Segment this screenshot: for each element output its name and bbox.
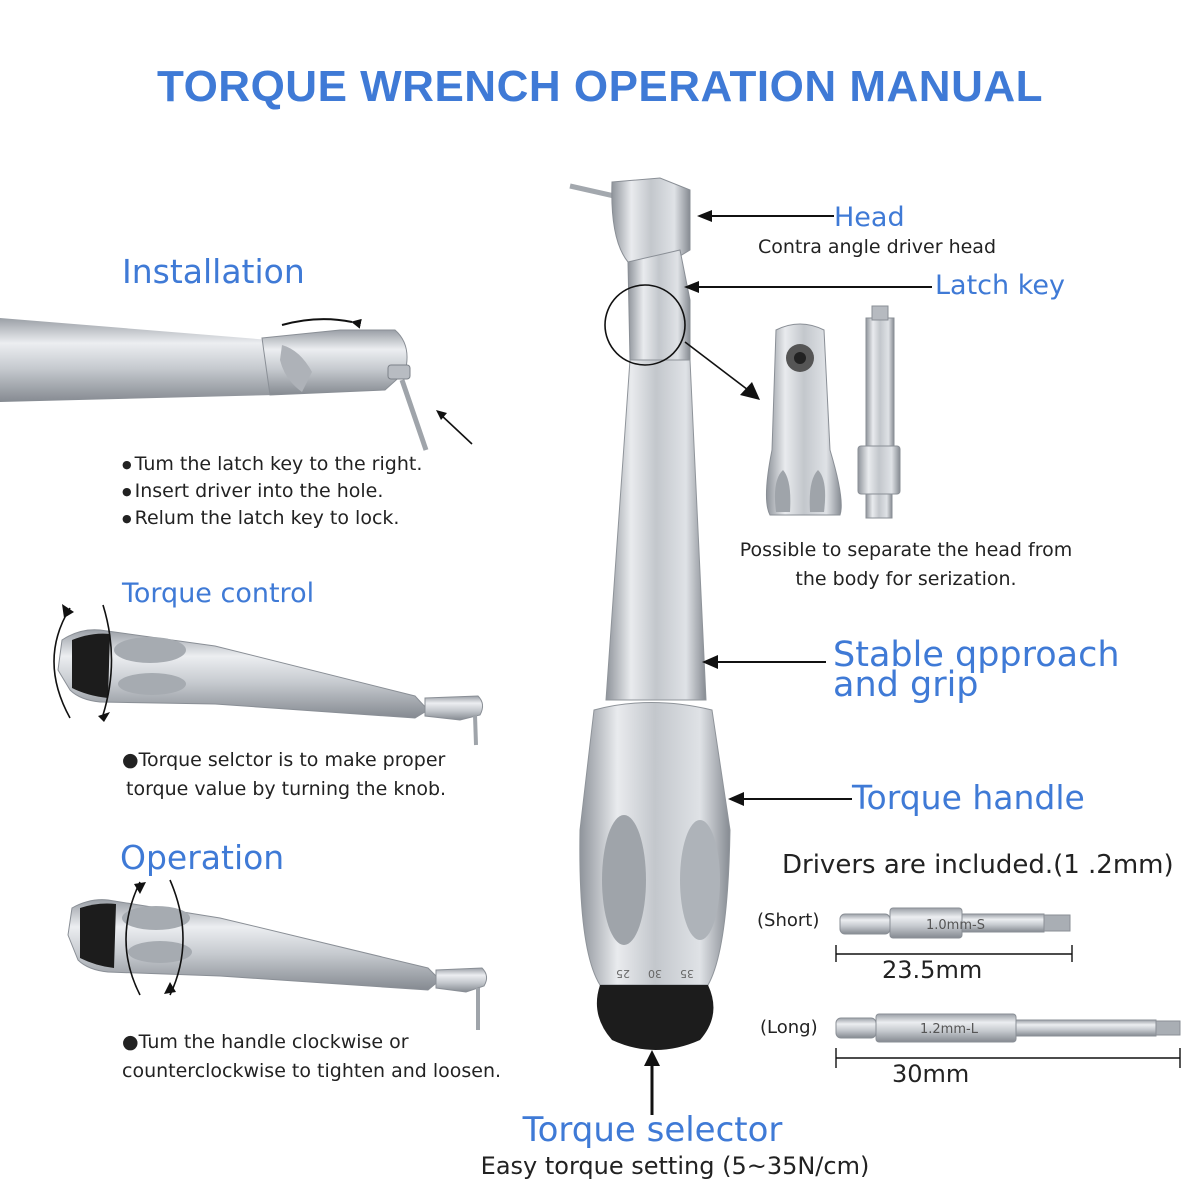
stable-approach-line1: Stable qpproach [833,635,1120,675]
installation-heading: Installation [122,252,305,291]
short-driver-tag: (Short) [757,910,820,931]
long-driver-length: 30mm [892,1060,970,1088]
scale-mark-25: 25 [616,967,630,980]
long-driver-image [835,1013,1181,1043]
short-driver-length: 23.5mm [882,956,983,984]
separated-head-image [765,323,842,516]
installation-handpiece-image [0,318,473,451]
torque-control-desc-line2: torque value by turning the knob. [126,778,447,800]
torque-selector-sublabel: Easy torque setting (5~35N/cm) [480,1152,870,1180]
operation-desc-line2: counterclockwise to tighten and loosen. [122,1060,502,1082]
torque-control-description: ●Torque selctor is to make proper torque… [122,749,447,800]
head-sublabel: Contra angle driver head [758,236,997,258]
installation-steps: Tum the latch key to the right. Insert d… [122,452,423,533]
drivers-heading: Drivers are included.(1 .2mm) [782,850,1174,880]
main-torque-wrench-image [569,177,760,1115]
latch-key-label: Latch key [935,270,1065,301]
installation-step: Relum the latch key to lock. [122,506,422,533]
operation-heading: Operation [120,838,285,877]
long-driver-tag: (Long) [760,1017,818,1038]
separate-note: Possible to separate the head from the b… [720,536,1092,594]
long-driver-engraving: 1.2mm-L [920,1022,979,1037]
separate-note-line1: Possible to separate the head from [739,539,1073,561]
short-driver-engraving: 1.0mm-S [926,918,985,933]
short-driver-image [839,907,1071,939]
torque-control-desc-line1: Torque selctor is to make proper [138,749,446,771]
page-title: TORQUE WRENCH OPERATION MANUAL [156,62,1044,111]
installation-step: Insert driver into the hole. [122,479,422,506]
operation-wrench-image [67,879,488,1030]
installation-step: Tum the latch key to the right. [122,452,423,479]
stable-approach-label: Stable qpproach and grip [833,635,1120,705]
operation-description: ●Tum the handle clockwise or countercloc… [122,1031,502,1082]
torque-handle-label: Torque handle [852,778,1085,817]
separate-note-line2: the body for serization. [795,568,1017,590]
scale-mark-35: 35 [680,967,694,980]
operation-desc-line1: Tum the handle clockwise or [138,1031,409,1053]
scale-mark-30: 30 [648,967,662,980]
head-label: Head [834,202,905,233]
stable-approach-line2: and grip [833,665,979,705]
separated-body-image [857,305,901,519]
torque-selector-label: Torque selector [522,1110,783,1150]
torque-control-wrench-image [53,604,484,746]
torque-control-heading: Torque control [122,578,315,609]
